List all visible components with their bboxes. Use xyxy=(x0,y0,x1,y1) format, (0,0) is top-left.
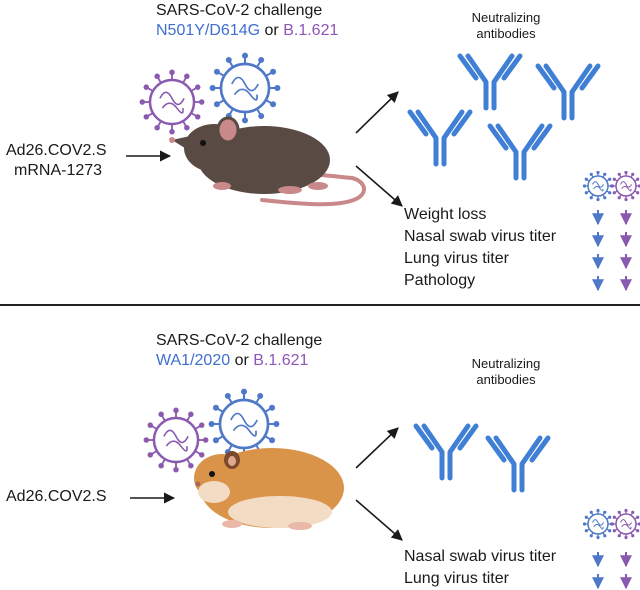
arrow-to-antibodies xyxy=(355,427,399,469)
arrow-to-antibodies xyxy=(355,91,399,134)
neutralizing-line-1: Neutralizing xyxy=(471,10,541,25)
antibody-icon xyxy=(485,435,551,493)
virus-purple-small-icon xyxy=(610,170,640,202)
neutralizing-line-1: Neutralizing xyxy=(471,356,541,371)
neutralizing-line-2: antibodies xyxy=(476,26,536,41)
virus-blue-small-icon xyxy=(582,508,614,540)
mouse-icon xyxy=(169,116,366,207)
variant-a: N501Y/D614G xyxy=(156,22,261,39)
hamster-icon xyxy=(194,448,344,530)
or-word: or xyxy=(234,352,249,369)
outcome-label: Nasal swab virus titer xyxy=(404,228,557,245)
variant-b: B.1.621 xyxy=(283,22,339,39)
vaccine-label-1: Ad26.COV2.S xyxy=(6,142,107,159)
antibody-icon xyxy=(535,63,601,121)
vaccine-label-2: mRNA-1273 xyxy=(14,162,103,179)
virus-blue-icon xyxy=(208,388,280,460)
virus-blue-small-icon xyxy=(582,170,614,202)
outcome-label: Lung virus titer xyxy=(404,250,509,267)
antibody-icon xyxy=(457,53,523,111)
arrow-to-outcomes xyxy=(355,165,403,207)
neutralizing-label: Neutralizing antibodies xyxy=(446,10,566,42)
challenge-title: SARS-CoV-2 challenge xyxy=(156,332,323,349)
virus-purple-icon xyxy=(143,407,209,473)
panel-divider xyxy=(0,304,640,306)
challenge-variants: N501Y/D614G or B.1.621 xyxy=(156,22,338,40)
outcome-label: Lung virus titer xyxy=(404,570,509,587)
decrease-arrows-bottom xyxy=(592,552,632,590)
challenge-variants: WA1/2020 or B.1.621 xyxy=(156,352,308,370)
arrow-to-outcomes xyxy=(355,499,403,541)
virus-blue-icon xyxy=(209,52,281,124)
antibody-icon xyxy=(413,423,479,481)
virus-purple-icon xyxy=(139,69,205,135)
outcome-label: Pathology xyxy=(404,272,476,289)
decrease-arrows-top xyxy=(592,210,632,292)
or-word: or xyxy=(264,22,279,39)
outcome-label: Weight loss xyxy=(404,206,487,223)
antibody-icon xyxy=(407,109,473,167)
challenge-title: SARS-CoV-2 challenge xyxy=(156,2,323,19)
virus-purple-small-icon xyxy=(610,508,640,540)
outcome-label: Nasal swab virus titer xyxy=(404,548,557,565)
neutralizing-line-2: antibodies xyxy=(476,372,536,387)
vaccine-label-1: Ad26.COV2.S xyxy=(6,488,107,505)
variant-b: B.1.621 xyxy=(253,352,309,369)
antibody-icon xyxy=(487,123,553,181)
neutralizing-label: Neutralizing antibodies xyxy=(446,356,566,388)
variant-a: WA1/2020 xyxy=(156,352,231,369)
